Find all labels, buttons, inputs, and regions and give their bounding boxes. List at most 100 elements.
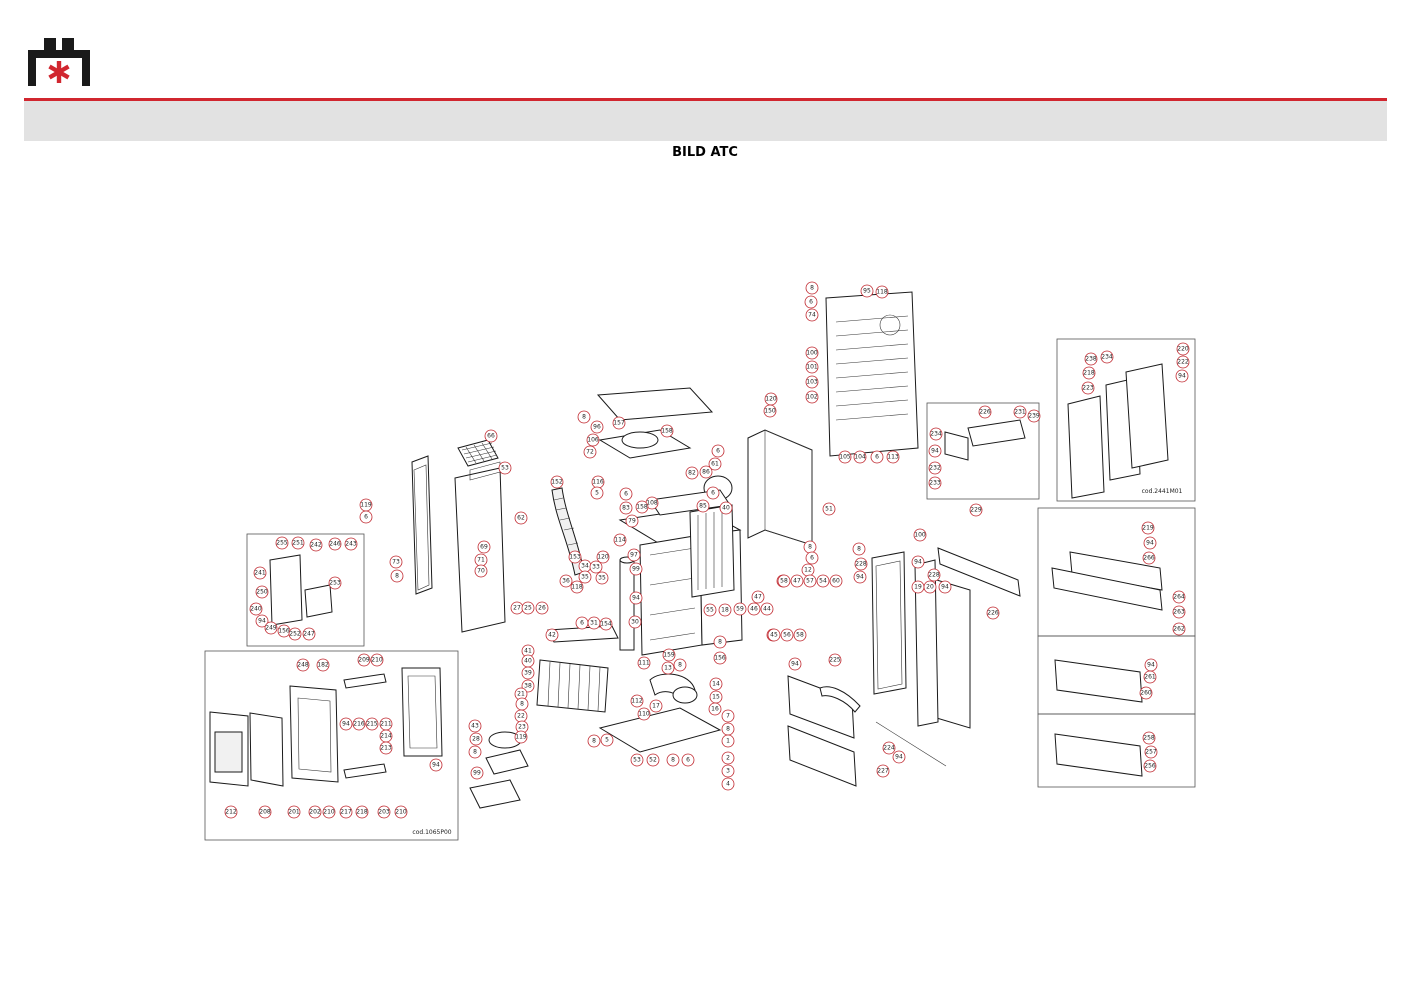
part-callout-label: 5 [595,490,599,497]
part-callout-label: 209 [358,657,370,664]
brazier-assembly [536,625,619,713]
part-callout-label: 159 [663,652,675,659]
part-callout-label: 36 [562,578,570,585]
part-callout: 83 [619,501,633,515]
part-callout-label: 20 [926,584,934,591]
inset-drawing-ref-top: cod.2441M01 [1142,488,1183,495]
top-cover-inset [1056,338,1196,502]
part-callout: 55 [703,603,717,617]
part-callout: 95 [860,284,874,298]
part-callout-label: 3 [726,768,730,775]
part-callout: 114 [613,533,627,547]
part-callout-label: 18 [721,607,729,614]
part-callout-label: 226 [987,610,999,617]
part-callout: 94 [255,614,269,628]
control-panel-inset [246,533,365,647]
part-callout: 214 [379,729,393,743]
part-callout: 223 [1081,381,1095,395]
part-callout-label: 201 [288,809,300,816]
part-callout-label: 215 [366,721,378,728]
part-callout-label: 110 [638,711,650,718]
part-callout: 94 [928,444,942,458]
part-callout: 113 [886,450,900,464]
part-callout: 61 [708,457,722,471]
part-callout: 2 [721,751,735,765]
part-callout-label: 202 [309,809,321,816]
part-callout-label: 103 [806,379,818,386]
flexible-hose [551,487,585,576]
part-callout-label: 210 [323,809,335,816]
part-callout: 34 [578,559,592,573]
part-callout: 39 [521,666,535,680]
part-callout-label: 218 [1083,370,1095,377]
part-callout: 7 [721,709,735,723]
door-gasket [249,712,284,787]
part-callout: 203 [377,805,391,819]
part-callout-label: 14 [712,681,720,688]
part-callout: 31 [587,616,601,630]
part-callout: 8 [805,281,819,295]
part-callout: 220 [1176,342,1190,356]
part-callout-label: 249 [265,625,277,632]
part-callout: 250 [255,585,269,599]
part-callout-label: 8 [810,285,814,292]
part-callout-label: 28 [472,736,480,743]
part-callout: 53 [498,461,512,475]
part-callout-label: 116 [592,479,604,486]
part-callout-label: 111 [638,660,650,667]
part-callout-label: 240 [250,606,262,613]
part-callout: 74 [805,308,819,322]
part-callout-label: 262 [1173,626,1185,633]
part-callout: 225 [828,653,842,667]
part-callout-label: 53 [501,465,509,472]
part-callout-label: 238 [1085,356,1097,363]
part-callout-label: 55 [706,607,714,614]
part-callout-label: 222 [1177,359,1189,366]
part-callout-label: 39 [524,670,532,677]
right-side-panels [871,547,1021,729]
part-callout-label: 35 [598,575,606,582]
part-callout: 51 [822,502,836,516]
part-callout-label: 105 [839,454,851,461]
part-callout: 47 [790,574,804,588]
part-callout: 94 [788,657,802,671]
part-callout: 35 [595,571,609,585]
part-callout-label: 104 [854,454,866,461]
part-callout: 6 [681,753,695,767]
part-callout: 159 [662,648,676,662]
part-callout-label: 233 [929,480,941,487]
part-callout: 33 [589,560,603,574]
part-callout-label: 60 [832,578,840,585]
rear-housing [747,429,813,546]
part-callout: 111 [637,656,651,670]
part-callout-label: 248 [297,662,309,669]
part-callout-label: 100 [806,350,818,357]
part-callout: 119 [359,498,373,512]
part-callout: 57 [803,574,817,588]
part-callout: 6 [706,486,720,500]
part-callout: 102 [805,390,819,404]
part-callout: 216 [352,717,366,731]
part-callout-label: 40 [722,505,730,512]
part-callout-label: 6 [875,454,879,461]
part-callout-label: 108 [646,500,658,507]
part-callout: 119 [514,730,528,744]
part-callout-label: 229 [970,507,982,514]
part-callout-label: 118 [876,289,888,296]
part-callout: 85 [696,499,710,513]
part-callout: 94 [1143,536,1157,550]
part-callout-label: 79 [628,518,636,525]
part-callout: 8 [515,697,529,711]
part-callout: 3 [721,764,735,778]
part-callout-label: 8 [726,726,730,733]
part-callout: 79 [625,514,639,528]
part-callout: 17 [649,699,663,713]
part-callout-label: 225 [829,657,841,664]
part-callout: 238 [1084,352,1098,366]
part-callout: 209 [357,653,371,667]
part-callout-label: 113 [887,454,899,461]
part-callout: 213 [379,741,393,755]
part-callout: 52 [646,753,660,767]
part-callout-label: 69 [480,544,488,551]
part-callout-label: 94 [914,559,922,566]
